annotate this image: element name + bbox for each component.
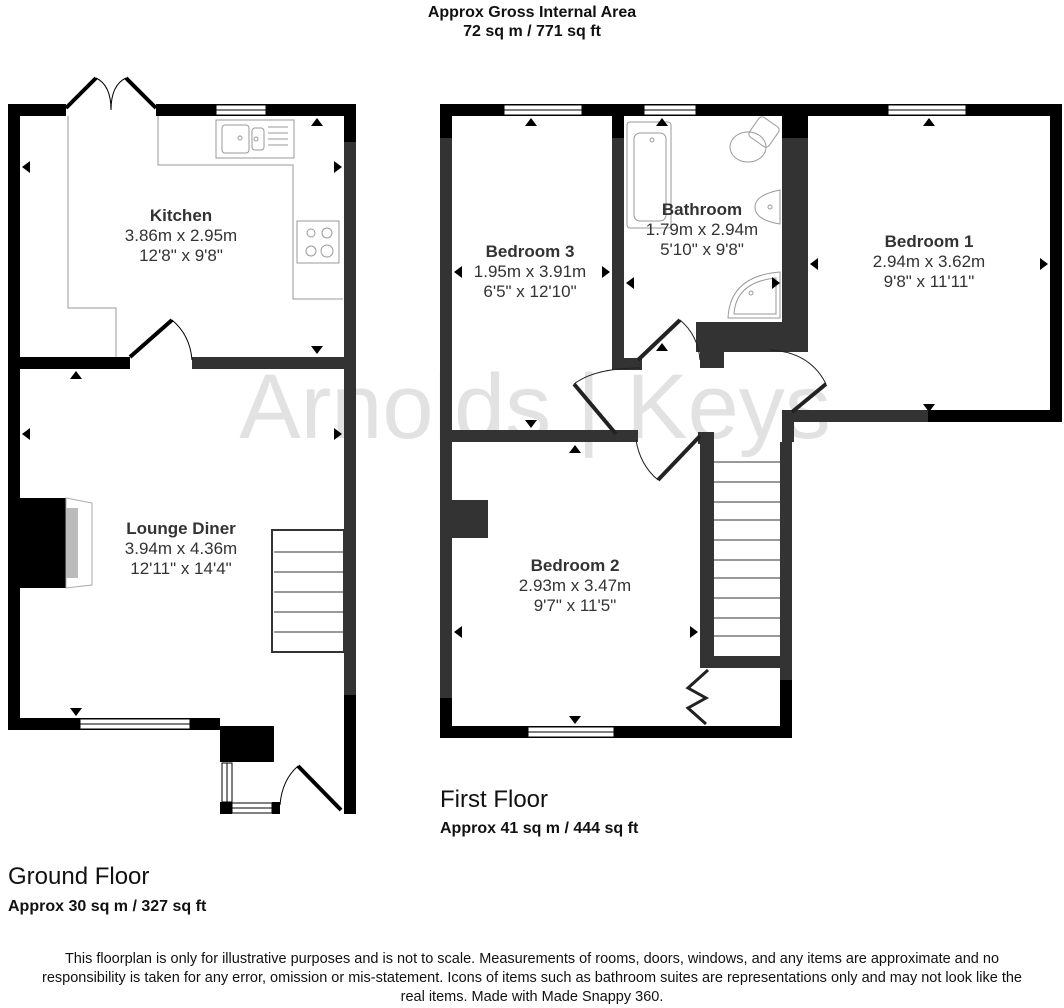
room-bedroom-1: Bedroom 1 2.94m x 3.62m 9'8" x 11'11" [873,232,985,292]
watermark: Arnolds | Keys [239,356,831,458]
first-floor-plan [440,104,1062,738]
sink-icon [215,119,295,159]
room-lounge-diner: Lounge Diner 3.94m x 4.36m 12'11" x 14'4… [125,519,237,579]
room-imperial: 9'7" x 11'5" [533,596,617,615]
room-name: Bedroom 2 [530,556,620,575]
door [572,318,828,482]
hob-icon [296,220,340,264]
stairs [714,461,780,637]
room-metric: 2.94m x 3.62m [872,252,986,271]
room-imperial: 6'5" x 12'10" [483,282,577,301]
room-metric: 1.95m x 3.91m [473,262,587,281]
measurement-markers [22,118,342,716]
window [503,104,967,738]
ground-floor-area: Approx 30 sq m / 327 sq ft [8,898,207,915]
bifold-door [685,668,710,726]
bathtub-icon [626,121,672,229]
room-metric: 3.86m x 2.95m [124,226,238,245]
shower-tray-icon [727,271,781,319]
disclaimer: This floorplan is only for illustrative … [41,951,1022,1005]
kitchen-worktop [67,116,343,357]
room-name: Lounge Diner [126,519,236,538]
room-name: Bedroom 3 [485,242,575,261]
room-imperial: 12'11" x 14'4" [130,559,232,578]
french-doors [64,76,158,111]
room-imperial: 5'10" x 9'8" [660,240,744,259]
first-floor-area: Approx 41 sq m / 444 sq ft [440,820,639,837]
room-metric: 2.93m x 3.47m [518,576,632,595]
room-metric: 3.94m x 4.36m [124,539,238,558]
ground-floor-plan [8,76,356,814]
room-bathroom: Bathroom 1.79m x 2.94m 5'10" x 9'8" [646,200,758,260]
room-kitchen: Kitchen 3.86m x 2.95m 12'8" x 9'8" [125,206,237,266]
room-imperial: 12'8" x 9'8" [139,246,223,265]
measurement-markers [454,118,1048,724]
room-name: Bedroom 1 [884,232,974,251]
chimney-breast [20,498,66,588]
room-metric: 1.79m x 2.94m [645,220,759,239]
first-floor-title: First Floor [440,786,548,813]
front-door [279,764,343,812]
room-bedroom-2: Bedroom 2 2.93m x 3.47m 9'7" x 11'5" [519,556,631,616]
room-imperial: 9'8" x 11'11" [883,272,975,291]
room-name: Bathroom [661,200,743,219]
chimney-breast [452,500,488,538]
gia-title: Approx Gross Internal Area [427,4,637,21]
stairs [271,529,345,653]
ground-floor-title: Ground Floor [8,863,150,890]
door [128,318,193,361]
window [79,104,273,814]
basin-icon [754,189,781,225]
room-name: Kitchen [149,206,213,225]
gia-total: 72 sq m / 771 sq ft [463,23,601,40]
gross-internal-area: Approx Gross Internal Area 72 sq m / 771… [0,3,1064,41]
room-bedroom-3: Bedroom 3 1.95m x 3.91m 6'5" x 12'10" [474,242,586,302]
toilet-icon [729,116,780,163]
